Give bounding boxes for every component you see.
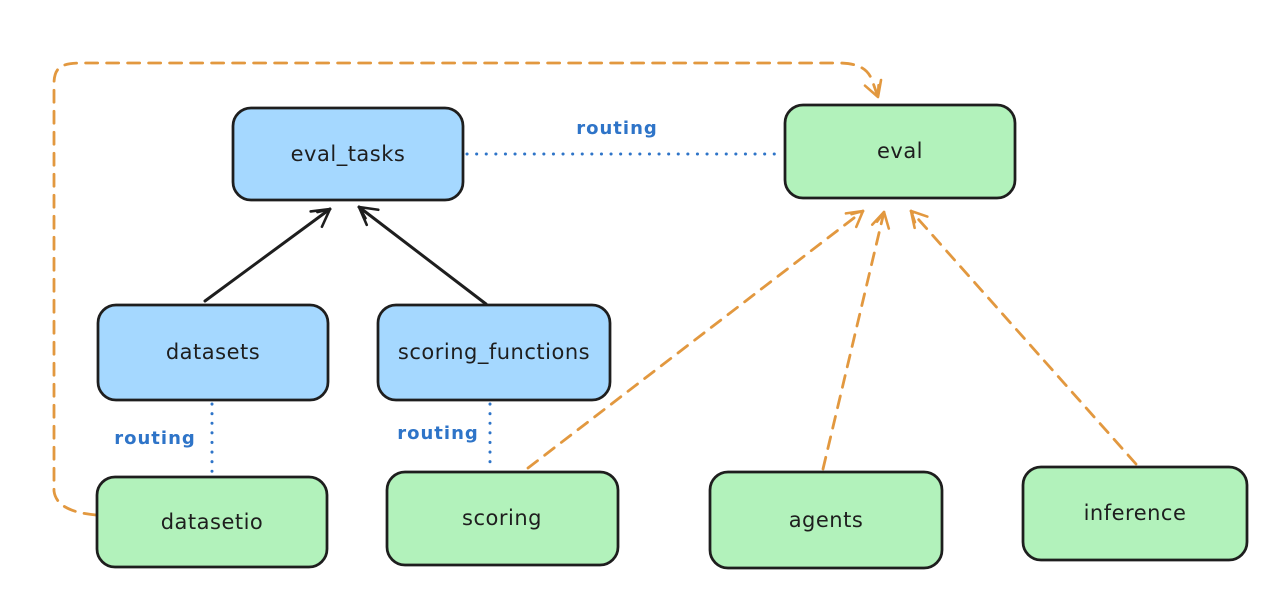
node-agents: agents: [708, 470, 944, 570]
node-datasets-label: datasets: [166, 340, 260, 364]
node-datasetio-box: [95, 475, 329, 569]
node-scoring-functions: scoring_functions: [376, 303, 612, 402]
edge-scoring-to-eval: [526, 209, 865, 470]
edge-agents-to-eval: [821, 210, 891, 471]
node-inference-label: inference: [1084, 501, 1187, 525]
routing-label-datasets-datasetio: routing: [114, 428, 196, 449]
node-scoring-functions-box: [376, 303, 612, 402]
node-eval-box: [783, 103, 1017, 200]
node-scoring: scoring: [385, 470, 620, 567]
node-eval-tasks: eval_tasks: [231, 106, 465, 202]
node-datasets: datasets: [96, 303, 330, 402]
node-scoring-functions-label: scoring_functions: [398, 340, 590, 365]
node-eval-tasks-box: [231, 106, 465, 202]
node-datasetio: datasetio: [95, 475, 329, 569]
routing-label-scoring-functions-scoring: routing: [397, 423, 479, 444]
node-agents-label: agents: [789, 508, 864, 532]
node-datasets-box: [96, 303, 330, 402]
node-inference: inference: [1021, 465, 1249, 562]
edges-layer: routing routing routing: [52, 61, 1138, 517]
node-eval-tasks-label: eval_tasks: [291, 142, 406, 167]
edge-inference-to-eval: [909, 209, 1138, 466]
edge-scoring-functions-to-eval-tasks: [357, 205, 488, 306]
node-scoring-label: scoring: [462, 506, 542, 530]
node-agents-box: [708, 470, 944, 570]
edge-datasetio-to-eval: [52, 61, 883, 517]
node-eval-label: eval: [877, 139, 923, 163]
edge-datasets-to-eval-tasks: [203, 207, 332, 303]
node-datasetio-label: datasetio: [161, 510, 264, 534]
nodes-layer: eval_tasks eval datasets scoring_functio…: [95, 103, 1249, 570]
node-eval: eval: [783, 103, 1017, 200]
routing-label-eval-tasks-eval: routing: [576, 118, 658, 139]
node-inference-box: [1021, 465, 1249, 562]
node-scoring-box: [385, 470, 620, 567]
